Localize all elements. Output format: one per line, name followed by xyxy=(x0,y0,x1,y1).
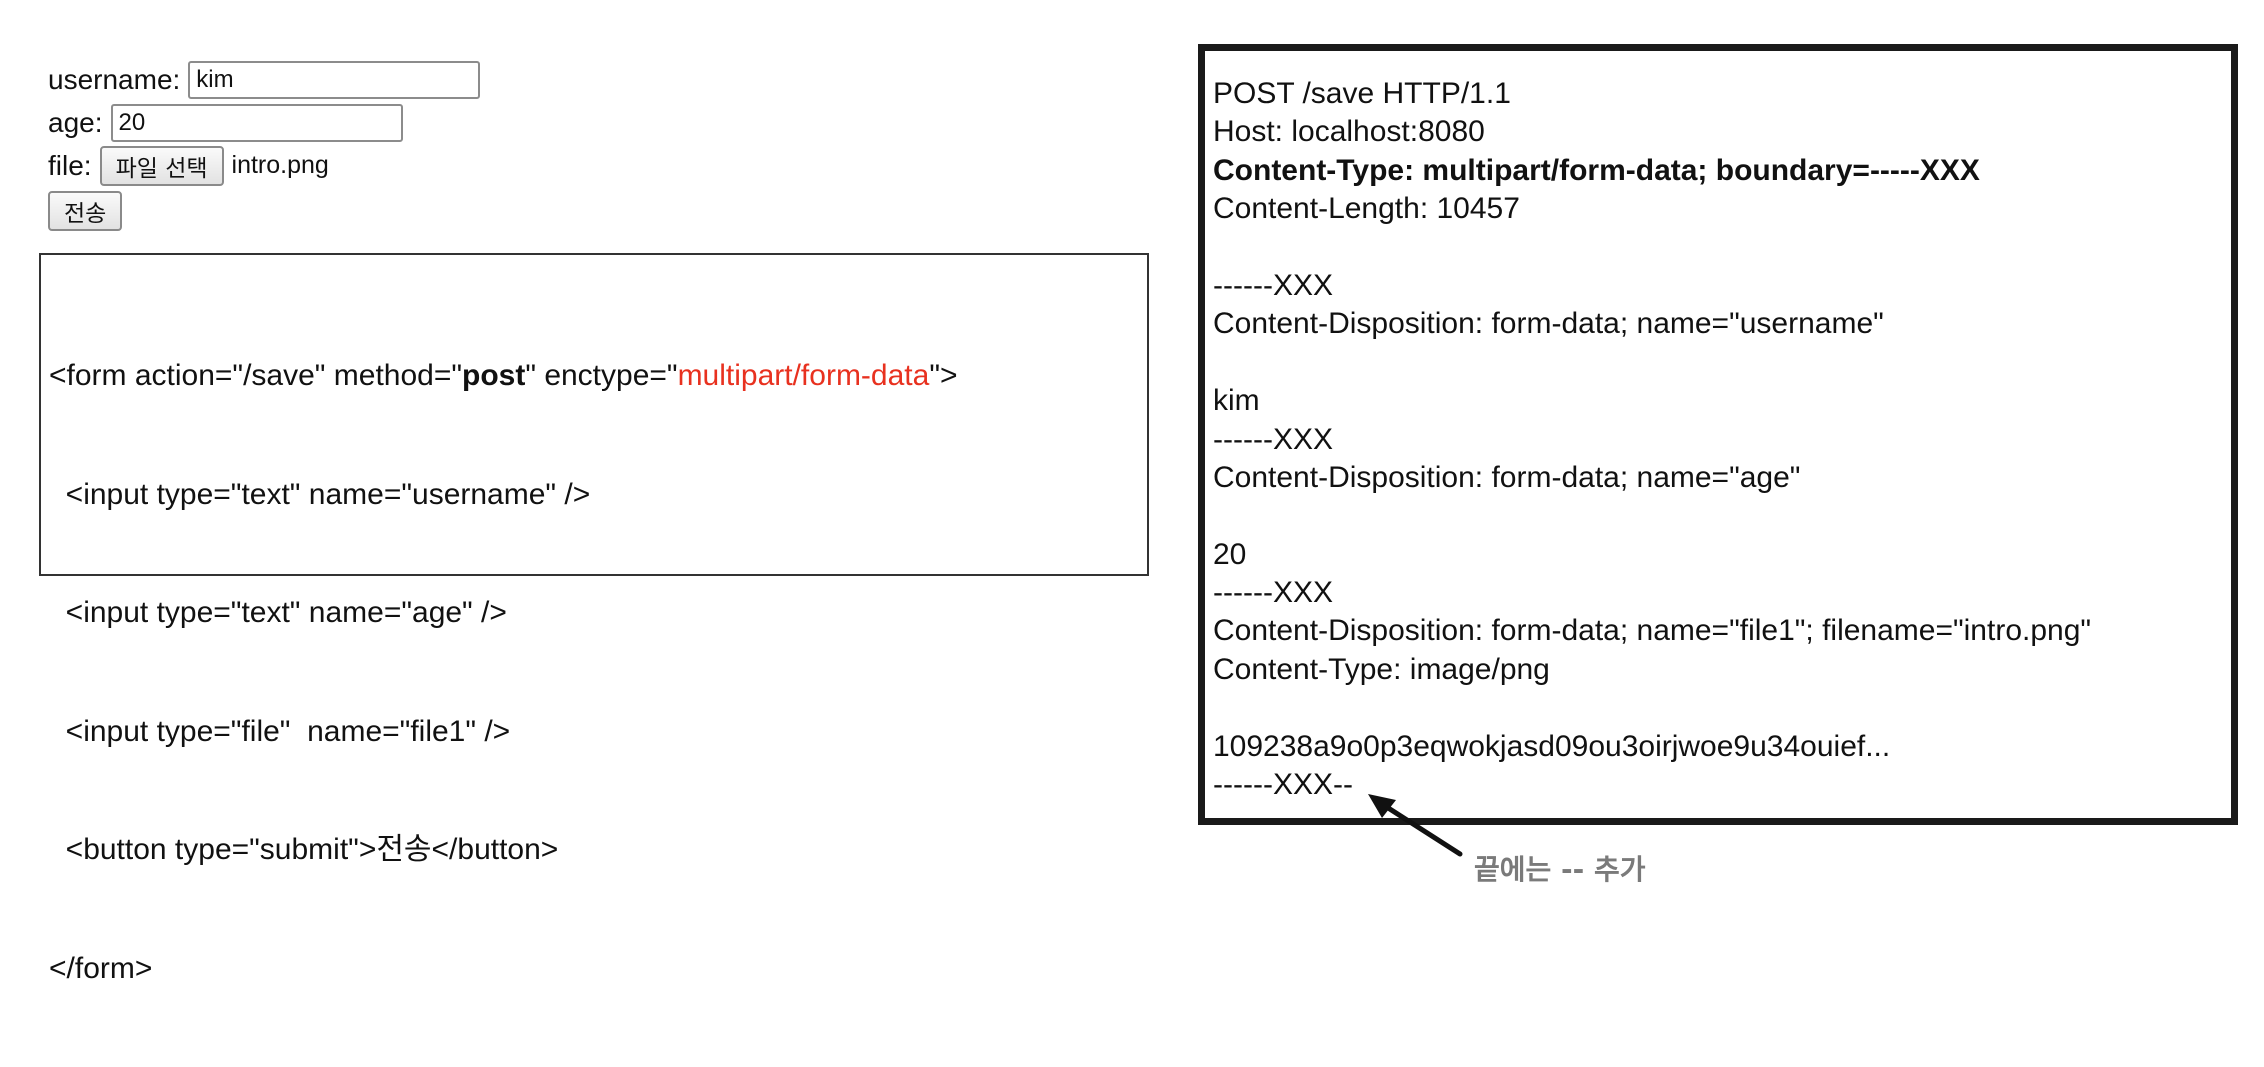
http-line: Content-Disposition: form-data; name="fi… xyxy=(1213,614,2092,648)
age-row: age: 20 xyxy=(48,101,480,144)
code-line-form-close: </form> xyxy=(49,951,153,985)
file-row: file: 파일 선택 intro.png xyxy=(48,144,480,187)
annotation-label: 끝에는 -- 추가 xyxy=(1474,853,1646,886)
http-line: Content-Disposition: form-data; name="ag… xyxy=(1213,460,1801,494)
http-line: 109238a9o0p3eqwokjasd09ou3oirjwoe9u34oui… xyxy=(1213,729,1891,763)
http-line: ------XXX xyxy=(1213,576,1333,610)
http-line xyxy=(1213,229,2091,267)
form-preview: username: kim age: 20 file: 파일 선택 intro.… xyxy=(48,58,481,232)
code-line-age-input: <input type="text" name="age" /> xyxy=(49,596,507,629)
code-line-submit-button: <button type="submit">전송</button> xyxy=(49,833,559,866)
submit-button[interactable]: 전송 xyxy=(48,190,123,231)
username-row: username: kim xyxy=(48,58,481,101)
code-text: <form action="/save" method=" xyxy=(49,359,462,392)
http-line: kim xyxy=(1213,384,1260,418)
submit-row: 전송 xyxy=(48,189,480,232)
http-line: ------XXX-- xyxy=(1213,768,1353,802)
html-code-box: <form action="/save" method="post" encty… xyxy=(39,253,1149,985)
http-line: Content-Type: image/png xyxy=(1213,652,1550,686)
http-line xyxy=(1213,497,2091,535)
http-line: Content-Disposition: form-data; name="us… xyxy=(1213,307,1884,341)
age-label: age: xyxy=(48,106,103,138)
file-label: file: xyxy=(48,149,92,181)
code-line-file-input: <input type="file" name="file1" /> xyxy=(49,714,511,748)
code-text: " enctype=" xyxy=(525,359,678,392)
arrow-icon xyxy=(1368,794,1463,857)
http-line xyxy=(1213,344,2091,382)
code-line-username-input: <input type="text" name="username" /> xyxy=(49,477,591,511)
http-line: Content-Length: 10457 xyxy=(1213,192,1520,226)
age-input[interactable]: 20 xyxy=(110,103,403,142)
http-line: Content-Type: multipart/form-data; bound… xyxy=(1213,153,1980,187)
http-line: Host: localhost:8080 xyxy=(1213,115,1485,149)
http-line xyxy=(1213,689,2091,727)
code-enctype-highlight: multipart/form-data xyxy=(677,359,930,392)
code-lines: <form action="/save" method="post" encty… xyxy=(49,277,957,1067)
http-line: POST /save HTTP/1.1 xyxy=(1213,77,1511,110)
http-line: ------XXX xyxy=(1213,422,1333,456)
http-line: ------XXX xyxy=(1213,268,1333,302)
code-text: "> xyxy=(929,359,958,392)
http-line: 20 xyxy=(1213,537,1247,571)
username-label: username: xyxy=(48,63,181,95)
file-select-button[interactable]: 파일 선택 xyxy=(99,145,224,186)
code-method-post: post xyxy=(462,359,526,392)
username-input[interactable]: kim xyxy=(188,60,481,99)
file-name: intro.png xyxy=(231,151,329,179)
code-line-form-open: <form action="/save" method="post" encty… xyxy=(49,356,957,396)
